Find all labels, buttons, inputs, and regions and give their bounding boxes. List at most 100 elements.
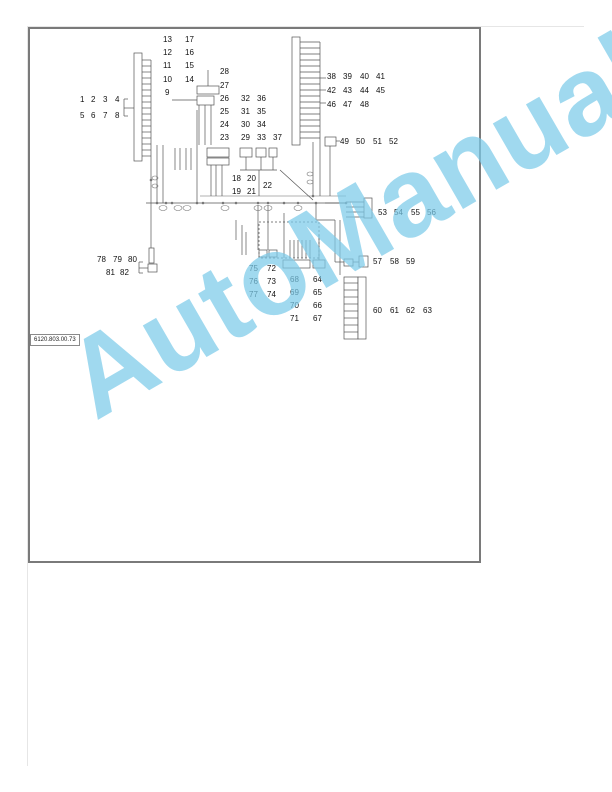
ground-symbols xyxy=(151,171,314,211)
callout-26: 26 xyxy=(220,94,229,103)
callout-25: 25 xyxy=(220,107,229,116)
callout-4: 4 xyxy=(115,95,120,104)
page-edge-left xyxy=(27,26,28,766)
callout-7: 7 xyxy=(103,111,108,120)
callout-34: 34 xyxy=(257,120,266,129)
connector-pins-60 xyxy=(344,282,358,333)
callout-32: 32 xyxy=(241,94,250,103)
callout-20: 20 xyxy=(247,174,256,183)
bus-junction-dots xyxy=(149,178,348,205)
callout-36: 36 xyxy=(257,94,266,103)
callout-57: 57 xyxy=(373,257,382,266)
connector-53 xyxy=(363,197,373,219)
callout-61: 61 xyxy=(390,306,399,315)
callout-24: 24 xyxy=(220,120,229,129)
callout-74: 74 xyxy=(267,290,276,299)
callout-53: 53 xyxy=(378,208,387,217)
callout-54: 54 xyxy=(394,208,403,217)
relay-57 xyxy=(358,255,369,268)
callout-27: 27 xyxy=(220,81,229,90)
callout-37: 37 xyxy=(273,133,282,142)
callout-79: 79 xyxy=(113,255,122,264)
callout-15: 15 xyxy=(185,61,194,70)
fuse-box-1 xyxy=(239,147,253,158)
callout-11: 11 xyxy=(163,61,172,70)
callout-43: 43 xyxy=(343,86,352,95)
fuse-57 xyxy=(343,258,354,267)
callout-1: 1 xyxy=(80,95,85,104)
callout-51: 51 xyxy=(373,137,382,146)
callout-44: 44 xyxy=(360,86,369,95)
callout-42: 42 xyxy=(327,86,336,95)
callout-22: 22 xyxy=(263,181,272,190)
callout-8: 8 xyxy=(115,111,120,120)
callout-23: 23 xyxy=(220,133,229,142)
callout-66: 66 xyxy=(313,301,322,310)
callout-72: 72 xyxy=(267,264,276,273)
callout-17: 17 xyxy=(185,35,194,44)
dashed-enclosure xyxy=(258,221,320,259)
callout-77: 77 xyxy=(249,290,258,299)
relay-box-2 xyxy=(196,95,215,106)
callout-9: 9 xyxy=(165,88,170,97)
callout-59: 59 xyxy=(406,257,415,266)
callout-69: 69 xyxy=(290,288,299,297)
callout-6: 6 xyxy=(91,111,96,120)
relay-72 xyxy=(268,249,278,258)
callout-14: 14 xyxy=(185,75,194,84)
callout-10: 10 xyxy=(163,75,172,84)
callout-35: 35 xyxy=(257,107,266,116)
callout-82: 82 xyxy=(120,268,129,277)
callout-63: 63 xyxy=(423,306,432,315)
relay-box-top xyxy=(196,85,220,95)
callout-67: 67 xyxy=(313,314,322,323)
callout-68: 68 xyxy=(290,275,299,284)
callout-5: 5 xyxy=(80,111,85,120)
diagram-frame xyxy=(28,27,481,563)
callout-55: 55 xyxy=(411,208,420,217)
page-edge-top xyxy=(28,26,584,27)
connector-block-left xyxy=(133,52,143,162)
callout-76: 76 xyxy=(249,277,258,286)
callout-41: 41 xyxy=(376,72,385,81)
callout-40: 40 xyxy=(360,72,369,81)
fuse-box-2 xyxy=(255,147,267,158)
callout-12: 12 xyxy=(163,48,172,57)
fuse-box-3 xyxy=(268,147,278,158)
relay-box-3 xyxy=(206,147,230,158)
callout-39: 39 xyxy=(343,72,352,81)
callout-70: 70 xyxy=(290,301,299,310)
callout-50: 50 xyxy=(356,137,365,146)
callout-52: 52 xyxy=(389,137,398,146)
callout-49: 49 xyxy=(340,137,349,146)
connector-pins-left xyxy=(142,59,151,157)
callout-45: 45 xyxy=(376,86,385,95)
callout-62: 62 xyxy=(406,306,415,315)
callout-31: 31 xyxy=(241,107,250,116)
callout-73: 73 xyxy=(267,277,276,286)
callout-16: 16 xyxy=(185,48,194,57)
callout-30: 30 xyxy=(241,120,250,129)
relay-block-68 xyxy=(282,259,311,269)
callout-47: 47 xyxy=(343,100,352,109)
callout-81: 81 xyxy=(106,268,115,277)
callout-28: 28 xyxy=(220,67,229,76)
callout-71: 71 xyxy=(290,314,299,323)
callout-58: 58 xyxy=(390,257,399,266)
callout-3: 3 xyxy=(103,95,108,104)
callout-60: 60 xyxy=(373,306,382,315)
document-code-label: 6120.803.00.73 xyxy=(30,334,80,346)
callout-18: 18 xyxy=(232,174,241,183)
callout-75: 75 xyxy=(249,264,258,273)
callout-78: 78 xyxy=(97,255,106,264)
callout-65: 65 xyxy=(313,288,322,297)
callout-13: 13 xyxy=(163,35,172,44)
callout-46: 46 xyxy=(327,100,336,109)
callout-21: 21 xyxy=(247,187,256,196)
callout-64: 64 xyxy=(313,275,322,284)
callout-48: 48 xyxy=(360,100,369,109)
callout-29: 29 xyxy=(241,133,250,142)
callout-33: 33 xyxy=(257,133,266,142)
relay-box-4 xyxy=(206,157,230,166)
